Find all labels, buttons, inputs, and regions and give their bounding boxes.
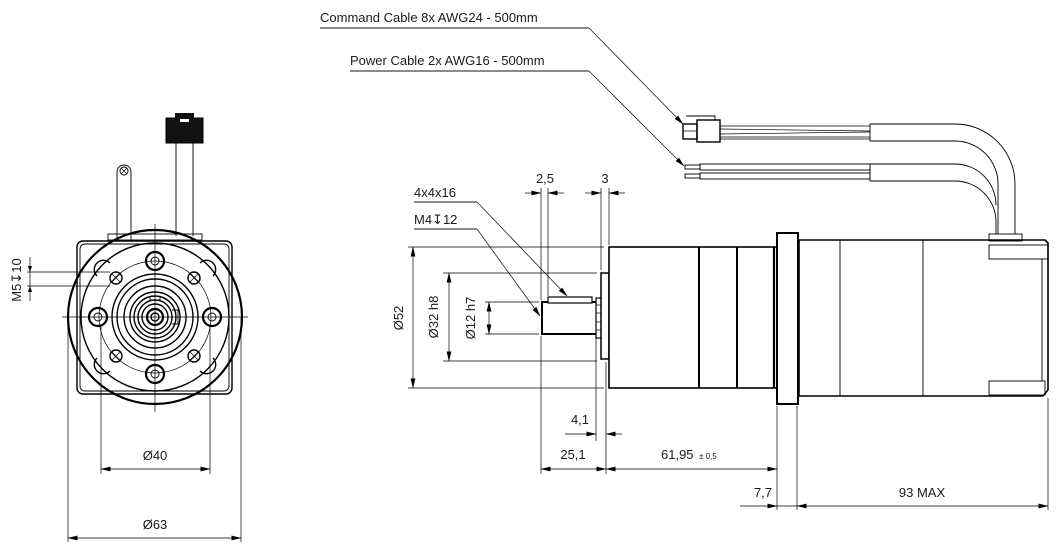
power-cable-label: Power Cable 2x AWG16 - 500mm (350, 53, 545, 68)
m5-thread-label: M5↧10 (9, 258, 24, 301)
motor-housing-square (76, 240, 233, 395)
flange-diameter-dimension: Ø63 (67, 317, 242, 542)
pilot-collar (600, 272, 610, 360)
center-thread-label: M4↧12 (414, 212, 457, 227)
front-view-command-cable (165, 113, 204, 236)
flange-diameter-label: Ø63 (143, 517, 168, 532)
key-label: 4x4x16 (414, 185, 456, 200)
shaft-length-label: 25,1 (560, 447, 585, 462)
command-cable-callout: Command Cable 8x AWG24 - 500mm (320, 10, 684, 125)
gearbox-tolerance-label: ± 0,5 (699, 452, 717, 461)
front-view: M5↧10 Ø40 Ø63 (9, 113, 248, 542)
bolt-circle-dimension: Ø40 (100, 325, 211, 474)
cables (682, 115, 1016, 234)
pilot-length-label: 3 (601, 171, 608, 186)
pilot-diameter-dimension: Ø32 h8 (426, 272, 597, 362)
key-offset-dimension: 2,5 (525, 171, 564, 300)
gearbox-length-dimension: 61,95 ± 0,5 (605, 406, 778, 510)
motor-length-label: 93 MAX (899, 485, 946, 500)
flange-thickness-label: 7,7 (754, 485, 772, 500)
motor-body (798, 233, 1049, 397)
bolt-circle-label: Ø40 (143, 448, 168, 463)
corner-slots (93, 259, 217, 375)
key-offset-label: 2,5 (536, 171, 554, 186)
motor-length-dimension: 93 MAX (796, 398, 1049, 510)
center-thread-callout: M4↧12 (414, 212, 541, 317)
shaft-length-dimension: 25,1 (540, 336, 607, 474)
body-diameter-label: Ø52 (391, 306, 406, 331)
key-callout: 4x4x16 (414, 185, 568, 297)
shoulder-length-label: 4,1 (571, 412, 589, 427)
pilot-length-dimension: 3 (585, 171, 625, 270)
shaft-diameter-dimension: Ø12 h7 (463, 297, 539, 340)
shoulder-length-dimension: 4,1 (565, 338, 622, 474)
command-cable-label: Command Cable 8x AWG24 - 500mm (320, 10, 538, 25)
output-shaft (541, 296, 603, 339)
front-view-power-cable (116, 164, 132, 240)
flange-thickness-dimension: 7,7 (740, 406, 798, 510)
side-view: Command Cable 8x AWG24 - 500mm Power Cab… (320, 10, 1049, 510)
shaft-diameter-label: Ø12 h7 (463, 297, 478, 340)
gearbox-length-label: 61,95 (661, 447, 694, 462)
mounting-flange (776, 232, 799, 405)
m5-thread-dimension: M5↧10 (9, 257, 110, 302)
threaded-holes (109, 271, 201, 363)
body-diameter-dimension: Ø52 (391, 246, 604, 389)
power-cable-callout: Power Cable 2x AWG16 - 500mm (350, 53, 685, 167)
pilot-diameter-label: Ø32 h8 (426, 296, 441, 339)
gearbox-body (608, 246, 778, 389)
